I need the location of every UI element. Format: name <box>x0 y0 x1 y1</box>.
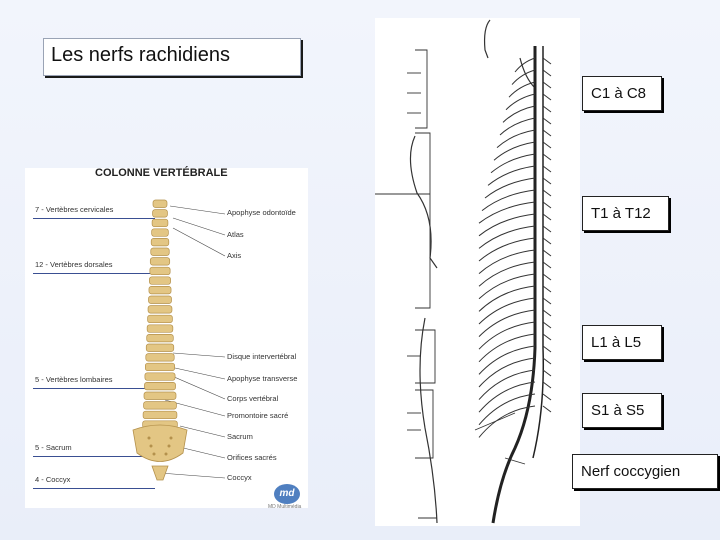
nerve-branch <box>543 298 551 304</box>
nerve-branch <box>543 106 551 112</box>
vertebra <box>152 219 168 227</box>
vertebra <box>149 277 170 285</box>
vertebra <box>153 210 168 218</box>
nerve-branch <box>543 274 551 280</box>
nerve-branch <box>543 178 551 184</box>
nerve-branch <box>543 238 551 244</box>
md-logo: md <box>274 484 300 504</box>
spinal-cord <box>493 46 543 523</box>
vertebra <box>149 296 172 304</box>
vertebra <box>145 363 174 371</box>
nerve-branch <box>543 394 551 400</box>
nerve-branch <box>543 118 551 124</box>
nerve-branch <box>543 154 551 160</box>
nerve-branch <box>543 358 551 364</box>
spinal-nerves-illustration <box>375 18 580 526</box>
nerve-branch <box>543 94 551 100</box>
vertebra <box>151 248 170 256</box>
region-label-cervical: C1 à C8 <box>582 76 662 111</box>
nerve-branch <box>479 262 535 286</box>
nerve-branch <box>543 214 551 220</box>
nerve-branch <box>543 382 551 388</box>
nerve-branch <box>543 142 551 148</box>
nerve-branch <box>543 202 551 208</box>
bracket-ticks <box>375 73 430 430</box>
spinal-nerve-branches <box>479 58 551 437</box>
nerve-branch <box>543 322 551 328</box>
vertebra <box>151 238 169 246</box>
logo-caption: MD Multimédia <box>268 504 301 510</box>
vertebra <box>145 373 175 381</box>
nerve-branch <box>543 370 551 376</box>
nerve-branch <box>479 286 535 311</box>
nerve-branch <box>515 58 535 72</box>
nerve-branch <box>479 358 535 387</box>
vertebra <box>146 344 174 352</box>
nerve-branch <box>543 130 551 136</box>
vertebra <box>150 258 169 266</box>
spine-diagram-panel: COLONNE VERTÉBRALE 7 - Vertèbres cervica… <box>25 168 308 508</box>
vertebra <box>148 315 173 323</box>
region-label-sacral: S1 à S5 <box>582 393 662 428</box>
vertebra <box>149 286 171 294</box>
region-label-lumbar: L1 à L5 <box>582 325 662 360</box>
nerve-branch <box>543 70 551 76</box>
nerve-branch <box>543 334 551 340</box>
nerve-branch <box>543 226 551 232</box>
vertebra <box>148 306 172 314</box>
nerve-branch <box>543 262 551 268</box>
vertebra <box>144 382 175 390</box>
vertebra <box>143 411 177 419</box>
vertebra <box>144 402 177 410</box>
nerve-branch <box>479 274 535 299</box>
region-label-thoracic: T1 à T12 <box>582 196 669 231</box>
vertebra <box>152 229 169 237</box>
sacrum-shape <box>133 425 187 480</box>
spinal-nerves-diagram <box>375 18 580 526</box>
vertebrae-column <box>143 200 178 428</box>
region-label-coccygeal: Nerf coccygien <box>572 454 718 489</box>
nerve-branch <box>543 58 551 64</box>
nerve-branch <box>543 310 551 316</box>
nerve-branch <box>543 190 551 196</box>
vertebra <box>146 354 174 362</box>
nerve-branch <box>543 166 551 172</box>
region-brackets <box>415 50 437 518</box>
nerve-branch <box>479 334 535 362</box>
vertebra <box>147 325 173 333</box>
nerve-branch <box>543 286 551 292</box>
nerve-branch <box>543 346 551 352</box>
slide-title: Les nerfs rachidiens <box>51 44 230 67</box>
nerve-branch <box>479 346 535 374</box>
nerve-branch <box>488 166 535 185</box>
vertebra <box>150 267 170 275</box>
nerve-branch <box>543 82 551 88</box>
vertebra <box>153 200 167 208</box>
nerve-branch <box>485 178 535 198</box>
spine-illustration <box>25 168 308 508</box>
nerve-branch <box>543 250 551 256</box>
nerve-branch <box>479 250 535 274</box>
nerve-branch <box>479 238 535 261</box>
vertebra <box>147 334 174 342</box>
vertebra <box>144 392 176 400</box>
slide-title-box: Les nerfs rachidiens <box>43 38 301 76</box>
nerve-branch <box>543 406 551 412</box>
